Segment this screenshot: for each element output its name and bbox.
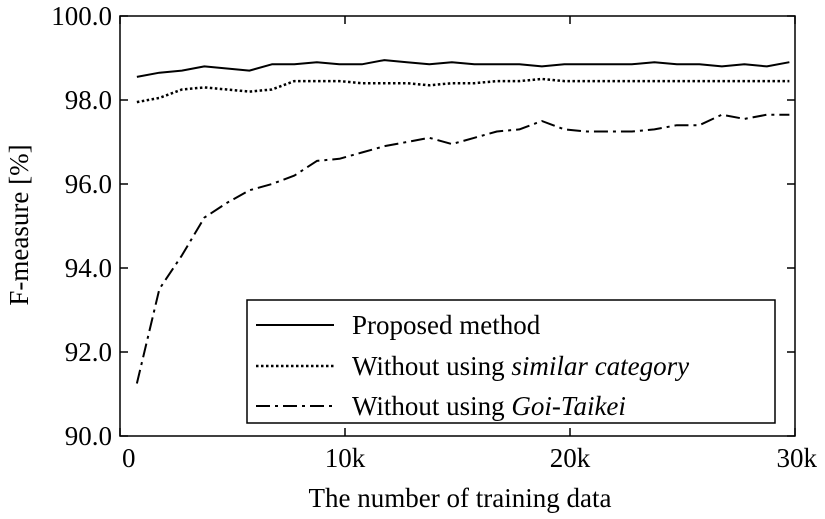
legend-label-without-goi-taikei: Without using Goi-Taikei (352, 391, 626, 421)
y-tick-label: 90.0 (65, 421, 112, 451)
y-tick-label: 94.0 (65, 253, 112, 283)
legend: Proposed method Without using similar ca… (246, 299, 776, 424)
series-lines (135, 59, 790, 384)
legend-box (246, 299, 776, 424)
y-tick-label: 96.0 (65, 169, 112, 199)
y-axis-title: F-measure [%] (4, 144, 34, 305)
x-tick-label: 20k (550, 443, 591, 473)
legend-label-without-goi-taikei-prefix: Without using (352, 391, 511, 421)
series-line-without-using-goi-taikei (135, 113, 790, 384)
legend-label-proposed-method: Proposed method (352, 310, 541, 340)
legend-label-without-similar-category-italic: similar category (511, 351, 689, 381)
legend-label-without-goi-taikei-italic: Goi-Taikei (511, 391, 626, 421)
y-tick-label: 98.0 (65, 85, 112, 115)
axis-ticks (119, 15, 796, 437)
series-line-proposed-method (136, 59, 790, 78)
x-axis-title: The number of training data (309, 483, 612, 513)
x-tick-label: 10k (325, 443, 366, 473)
legend-label-without-similar-category: Without using similar category (352, 351, 689, 381)
axis-tick-labels: 90.0 92.0 94.0 96.0 98.0 100.0 0 10k 20k 30k (51, 1, 817, 473)
legend-label-without-similar-category-prefix: Without using (352, 351, 511, 381)
legend-label-proposed-method-text: Proposed method (352, 310, 541, 340)
series-line-without-using-similar-category (136, 77, 790, 104)
plot-area-border (119, 15, 796, 437)
x-tick-label: 0 (122, 443, 136, 473)
y-tick-label: 100.0 (51, 1, 112, 31)
y-tick-label: 92.0 (65, 337, 112, 367)
plot-frame (119, 15, 796, 437)
x-tick-label: 30k (777, 443, 818, 473)
